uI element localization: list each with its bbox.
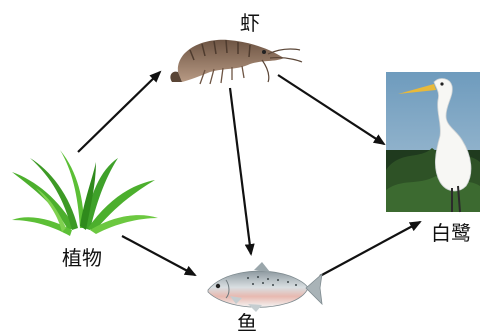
food-web-arrows: [78, 72, 420, 276]
egret-photo: [386, 72, 480, 212]
arrow-plant-to-fish: [122, 236, 195, 275]
fish-label: 鱼: [237, 311, 257, 335]
arrow-fish-to-egret: [320, 222, 420, 276]
fish-icon: [208, 262, 322, 312]
arrow-shrimp-to-egret: [278, 75, 384, 144]
shrimp-label: 虾: [240, 11, 260, 35]
arrow-shrimp-to-fish: [230, 88, 251, 254]
plant-label: 植物: [62, 246, 102, 270]
egret-label: 白鹭: [431, 221, 471, 245]
arrow-plant-to-shrimp: [78, 72, 160, 152]
grass-plant-icon: [12, 150, 158, 236]
